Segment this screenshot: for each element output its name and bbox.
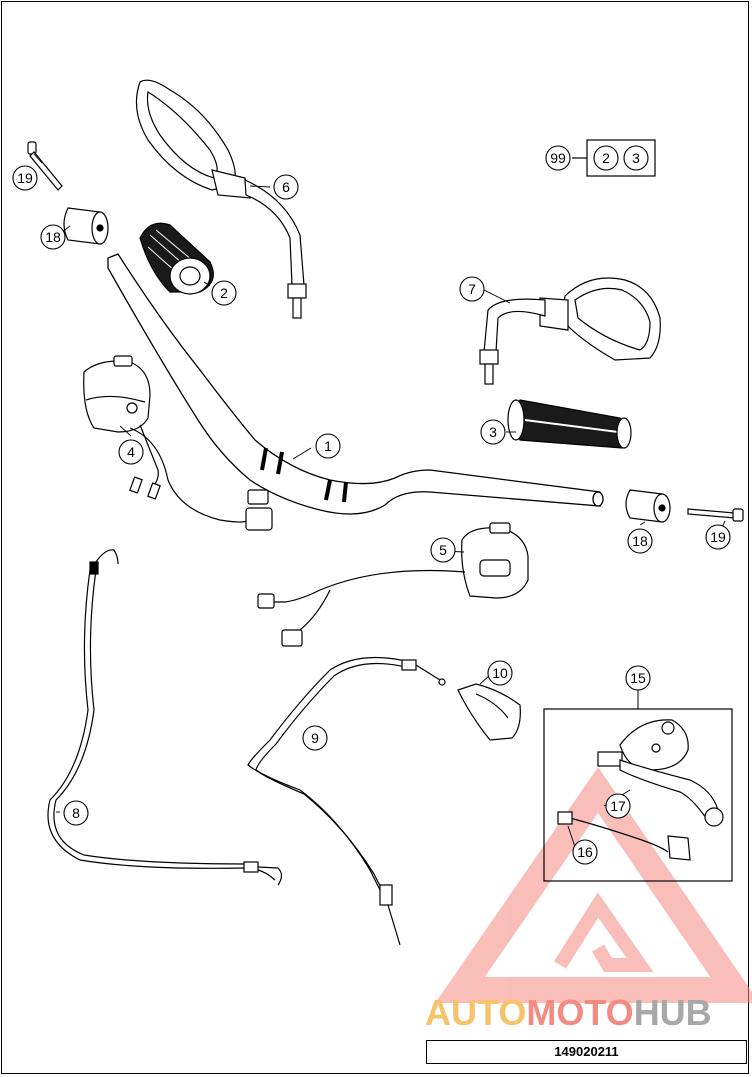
svg-text:19: 19 (710, 529, 726, 545)
callout-7: 7 (459, 276, 485, 302)
svg-text:99: 99 (550, 150, 566, 166)
left-grip (139, 222, 214, 295)
svg-text:3: 3 (632, 150, 640, 166)
switch-left (83, 355, 273, 531)
svg-text:17: 17 (610, 798, 626, 814)
svg-text:1: 1 (324, 438, 332, 454)
drawing-number-box: 149020211 (426, 1040, 747, 1064)
svg-text:4: 4 (127, 444, 135, 460)
callout-99-item-2: 2 (593, 145, 619, 171)
callout-19-right: 19 (705, 524, 731, 550)
svg-text:18: 18 (45, 229, 61, 245)
callout-9: 9 (302, 725, 328, 751)
mirror-right (479, 277, 661, 385)
svg-text:7: 7 (468, 281, 476, 297)
bar-end-left (63, 207, 109, 245)
cable-housing (457, 683, 521, 741)
svg-text:15: 15 (630, 670, 646, 686)
callout-6: 6 (273, 174, 299, 200)
svg-text:8: 8 (72, 805, 80, 821)
watermark-text: AUTOMOTOHUB (425, 992, 750, 1034)
throttle-cable (247, 656, 446, 946)
callout-2: 2 (211, 280, 237, 306)
svg-text:9: 9 (311, 730, 319, 746)
svg-text:6: 6 (282, 179, 290, 195)
callout-15: 15 (625, 665, 651, 691)
svg-text:5: 5 (439, 542, 447, 558)
clutch-cable (47, 549, 283, 886)
watermark-auto: AUTO (425, 992, 527, 1033)
callout-3: 3 (480, 419, 506, 445)
screw-left (27, 141, 63, 191)
callout-18-right: 18 (627, 528, 653, 554)
screw-right (687, 508, 744, 522)
callout-16: 16 (572, 839, 598, 865)
callout-17: 17 (605, 793, 631, 819)
callout-1: 1 (315, 433, 341, 459)
svg-text:2: 2 (220, 285, 228, 301)
handlebar (107, 253, 604, 515)
right-grip (507, 399, 632, 449)
kit-box (572, 139, 656, 177)
mirror-left (135, 79, 307, 319)
watermark-moto: MOTO (526, 992, 634, 1033)
clutch-lever-box (543, 690, 733, 882)
svg-text:2: 2 (602, 150, 610, 166)
svg-text:16: 16 (577, 844, 593, 860)
callout-4: 4 (118, 439, 144, 465)
svg-text:18: 18 (632, 533, 648, 549)
watermark-triangle (435, 767, 752, 1003)
svg-text:3: 3 (489, 424, 497, 440)
callout-99-item-3: 3 (623, 145, 649, 171)
watermark-hub: HUB (633, 992, 712, 1033)
switch-right (257, 522, 529, 647)
svg-text:19: 19 (17, 170, 33, 186)
callout-8: 8 (63, 800, 89, 826)
callout-10: 10 (487, 660, 513, 686)
svg-text:10: 10 (492, 665, 508, 681)
callout-99: 99 (545, 145, 571, 171)
callout-19-left: 19 (12, 165, 38, 191)
callout-18-left: 18 (40, 224, 66, 250)
callout-5: 5 (430, 537, 456, 563)
bar-end-right (625, 489, 671, 523)
